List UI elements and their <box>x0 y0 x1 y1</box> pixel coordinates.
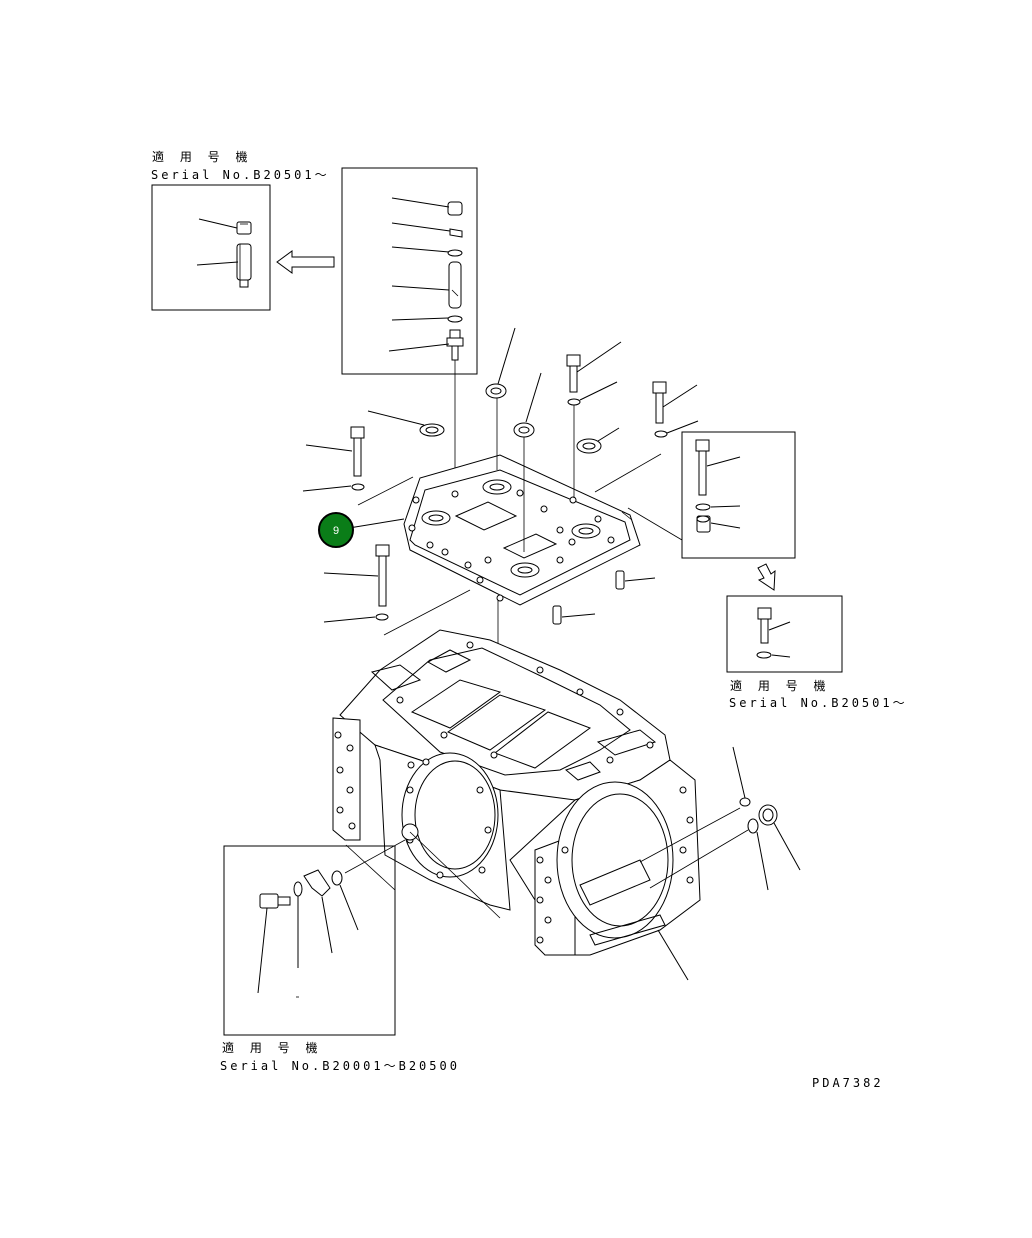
inset-top-left-heading: 適 用 号 機 <box>152 149 253 164</box>
callout-circle <box>318 512 354 548</box>
transmission-housing <box>332 629 701 956</box>
inset-bottom-left-serial: Serial No.B20001～B20500 <box>220 1059 460 1073</box>
seals <box>367 327 620 552</box>
inset-top-center <box>341 167 478 492</box>
callout-9[interactable]: 9 <box>318 512 405 548</box>
arrow-down-icon <box>757 563 776 591</box>
inset-right-serial: Serial No.B20501～ <box>729 696 908 710</box>
callout-number: 9 <box>333 525 339 537</box>
leader <box>348 518 405 529</box>
leader <box>196 261 239 266</box>
inset-bottom-left-heading: 適 用 号 機 <box>222 1040 323 1055</box>
inset-bottom-left: 適 用 号 機 Serial No.B20001～B20500 <box>220 839 460 1073</box>
inset-top-left-serial: Serial No.B20501～ <box>151 168 330 182</box>
drawing-code: PDA7382 <box>812 1076 884 1090</box>
inset-top-center-frame <box>341 167 478 375</box>
inset-right <box>681 431 796 559</box>
inset-top-left-frame <box>151 184 271 311</box>
inset-right-frame <box>681 431 796 559</box>
inset-right-lower: 適 用 号 機 Serial No.B20501～ <box>726 595 908 710</box>
leader <box>198 218 238 229</box>
inset-bottom-left-frame <box>223 845 396 1036</box>
inset-right-heading: 適 用 号 機 <box>730 678 831 693</box>
inset-top-left-spacer <box>236 243 252 288</box>
inset-top-left: 適 用 号 機 Serial No.B20501～ <box>151 149 330 311</box>
inset-top-left-nut <box>236 221 252 235</box>
inset-right-lower-frame <box>726 595 843 673</box>
housing-side-parts <box>639 746 801 981</box>
cover-plate <box>403 454 641 606</box>
arrow-left-icon <box>276 250 335 274</box>
